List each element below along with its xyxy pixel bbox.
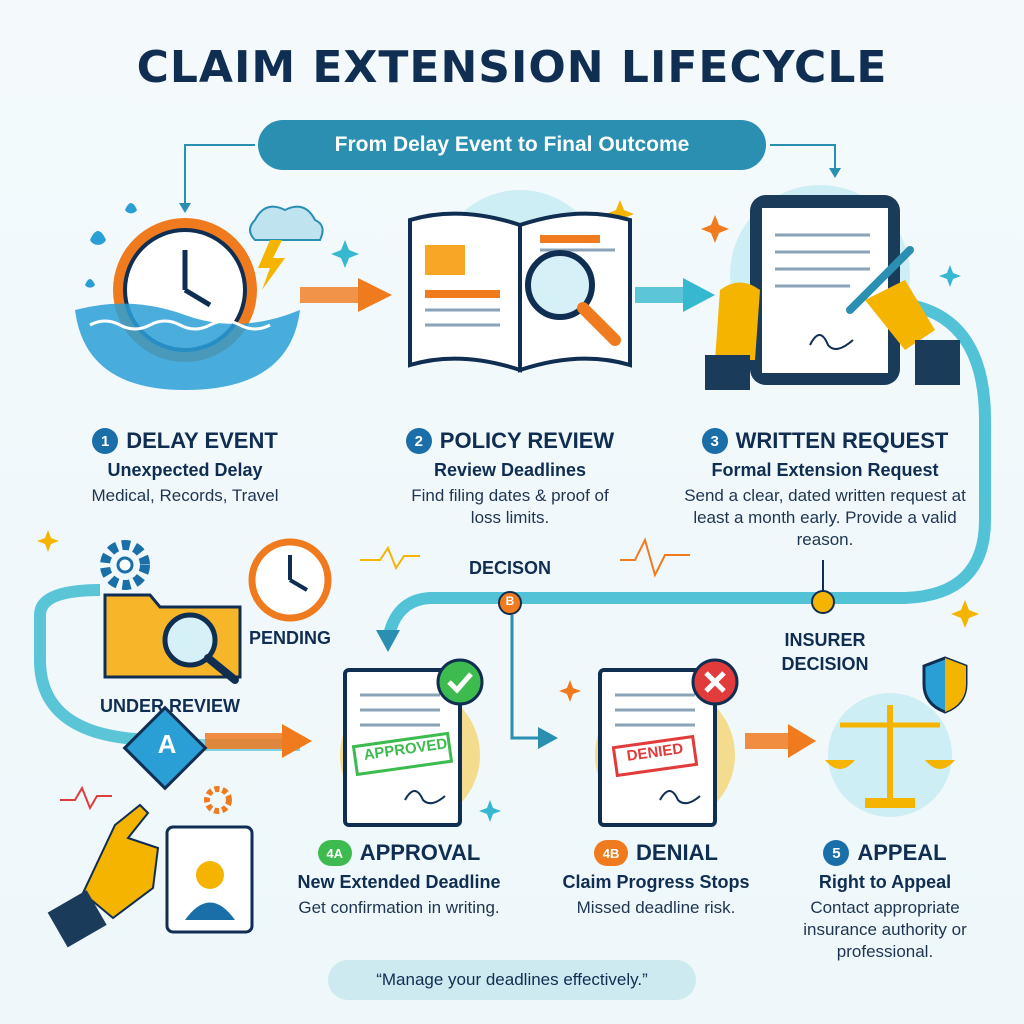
step-subtitle: Right to Appeal	[818, 872, 952, 892]
step-body: Medical, Records, Travel	[91, 486, 279, 505]
node-b-label: B	[505, 594, 515, 608]
step-subtitle: Claim Progress Stops	[562, 872, 750, 892]
step-number: 4A	[317, 840, 352, 866]
step-1: 1 DELAY EVENT Unexpected Delay Medical, R…	[60, 428, 310, 507]
subtitle-pill: From Delay Event to Final Outcome	[258, 120, 766, 170]
footer-quote: “Manage your deadlines effectively.”	[328, 960, 696, 1000]
step-number: 2	[405, 428, 432, 454]
step-3: 3 WRITTEN REQUEST Formal Extension Reques…	[675, 428, 975, 551]
folder-magnifier-icon	[103, 593, 242, 684]
step-subtitle: Formal Extension Request	[711, 460, 939, 480]
insurer-decision-node	[811, 590, 835, 614]
id-card-icon	[165, 825, 254, 934]
step-body: Missed deadline risk.	[576, 898, 736, 917]
step-body: Get confirmation in writing.	[298, 898, 500, 917]
pointing-hand-icon	[47, 803, 160, 948]
open-book-magnifier-icon	[408, 190, 632, 373]
node-a-label: A	[157, 729, 177, 759]
step-subtitle: New Extended Deadline	[297, 872, 501, 892]
scales-icon	[825, 693, 955, 817]
step-number: 1	[92, 428, 119, 454]
step-4b: 4B DENIAL Claim Progress Stops Missed dea…	[540, 840, 772, 919]
clock-icon	[248, 538, 332, 622]
step-body: Contact appropriate insurance authority …	[803, 898, 967, 961]
under-review-label: UNDER REVIEW	[99, 696, 240, 716]
tablet-signing-icon	[705, 185, 960, 390]
step-subtitle: Unexpected Delay	[107, 460, 263, 480]
decision-node-b	[498, 591, 522, 615]
shield-icon	[922, 656, 968, 714]
step-body: Find filing dates & proof of loss limits…	[411, 486, 609, 527]
step-number: 4B	[594, 840, 629, 866]
step-title: WRITTEN REQUEST	[735, 428, 949, 453]
step-title: POLICY REVIEW	[439, 428, 615, 453]
step-title: APPEAL	[857, 840, 947, 865]
step-title: DELAY EVENT	[126, 428, 278, 453]
step-5: 5 APPEAL Right to Appeal Contact appropri…	[780, 840, 990, 963]
decision-label: DECISON	[468, 558, 551, 578]
stopwatch-flood-icon	[75, 203, 324, 390]
approved-document-icon	[340, 658, 484, 827]
denied-document-icon	[595, 658, 739, 827]
step-body: Send a clear, dated written request at l…	[684, 486, 966, 549]
step-subtitle: Review Deadlines	[433, 460, 587, 480]
gear-icon	[204, 786, 232, 814]
step-title: APPROVAL	[359, 840, 481, 865]
step-number: 3	[701, 428, 728, 454]
step-title: DENIAL	[636, 840, 718, 865]
pending-label: PENDING	[248, 628, 331, 648]
step-2: 2 POLICY REVIEW Review Deadlines Find fil…	[380, 428, 640, 529]
page-title: CLAIM EXTENSION LIFECYCLE	[136, 42, 888, 93]
insurer-decision-label: INSURER DECISION	[781, 630, 869, 674]
step-4a: 4A APPROVAL New Extended Deadline Get con…	[268, 840, 530, 919]
step-number: 5	[823, 840, 850, 866]
gear-icon	[100, 540, 150, 590]
